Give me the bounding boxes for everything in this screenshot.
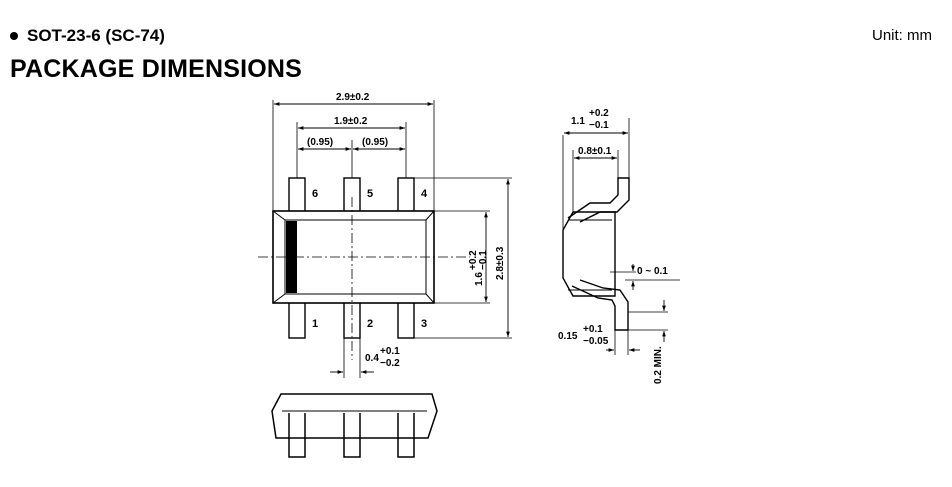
unit-label: Unit: mm bbox=[872, 27, 932, 44]
upper-leads bbox=[288, 177, 415, 213]
dim-pitch-right: (0.95) bbox=[362, 137, 388, 148]
page-title: PACKAGE DIMENSIONS bbox=[10, 55, 303, 83]
dim-pin-span: 1.9±0.2 bbox=[334, 116, 368, 127]
dim-height-tol-minus: −0.1 bbox=[589, 120, 609, 131]
pin-label-5: 5 bbox=[367, 188, 373, 200]
dim-lead-width-tol-minus: −0.2 bbox=[380, 358, 400, 369]
dim-body-width: 1.6 bbox=[474, 272, 485, 286]
dim-foot-length-group: 0.2 MIN. bbox=[653, 346, 664, 384]
pin-label-1: 1 bbox=[312, 318, 318, 330]
dim-foot-length: 0.2 MIN. bbox=[653, 346, 664, 384]
dim-lead-thickness-tol-minus: −0.05 bbox=[583, 336, 609, 347]
pin-label-4: 4 bbox=[421, 188, 428, 200]
lower-leads bbox=[288, 301, 415, 339]
dim-body-width-tol-minus: −0.1 bbox=[478, 250, 489, 270]
dim-lead-thickness-tol-plus: +0.1 bbox=[583, 324, 603, 335]
dim-body-width-group: 1.6 +0.2 −0.1 bbox=[468, 250, 489, 286]
bullet-icon bbox=[10, 32, 18, 40]
pin-label-6: 6 bbox=[312, 188, 318, 200]
dim-height: 1.1 bbox=[571, 116, 585, 127]
dim-overall-height-group: 2.8±0.3 bbox=[495, 246, 506, 280]
dim-height-tol-plus: +0.2 bbox=[589, 108, 609, 119]
dim-body-width-tol-plus: +0.2 bbox=[468, 250, 479, 270]
dim-pitch-left: (0.95) bbox=[307, 137, 333, 148]
dim-overall-height: 2.8±0.3 bbox=[495, 246, 506, 280]
front-view bbox=[271, 393, 438, 458]
front-view-leads bbox=[288, 413, 415, 458]
pin-label-2: 2 bbox=[367, 318, 373, 330]
pin-label-3: 3 bbox=[421, 318, 427, 330]
dim-overall-width: 2.9±0.2 bbox=[336, 92, 370, 103]
lower-side-lead bbox=[571, 279, 629, 331]
dim-lead-width: 0.4 bbox=[365, 353, 379, 364]
dim-lead-width-tol-plus: +0.1 bbox=[380, 346, 400, 357]
upper-side-lead bbox=[567, 177, 630, 223]
dim-standoff: 0.8±0.1 bbox=[578, 146, 612, 157]
dim-lead-thickness: 0.15 bbox=[558, 331, 578, 342]
package-name: SOT-23-6 (SC-74) bbox=[27, 26, 165, 45]
pin1-marker-bar bbox=[286, 221, 297, 293]
dim-seating-gap: 0 ~ 0.1 bbox=[637, 266, 668, 277]
package-name-line: SOT-23-6 (SC-74) bbox=[10, 26, 165, 46]
top-view bbox=[258, 100, 512, 378]
side-view bbox=[562, 118, 680, 355]
